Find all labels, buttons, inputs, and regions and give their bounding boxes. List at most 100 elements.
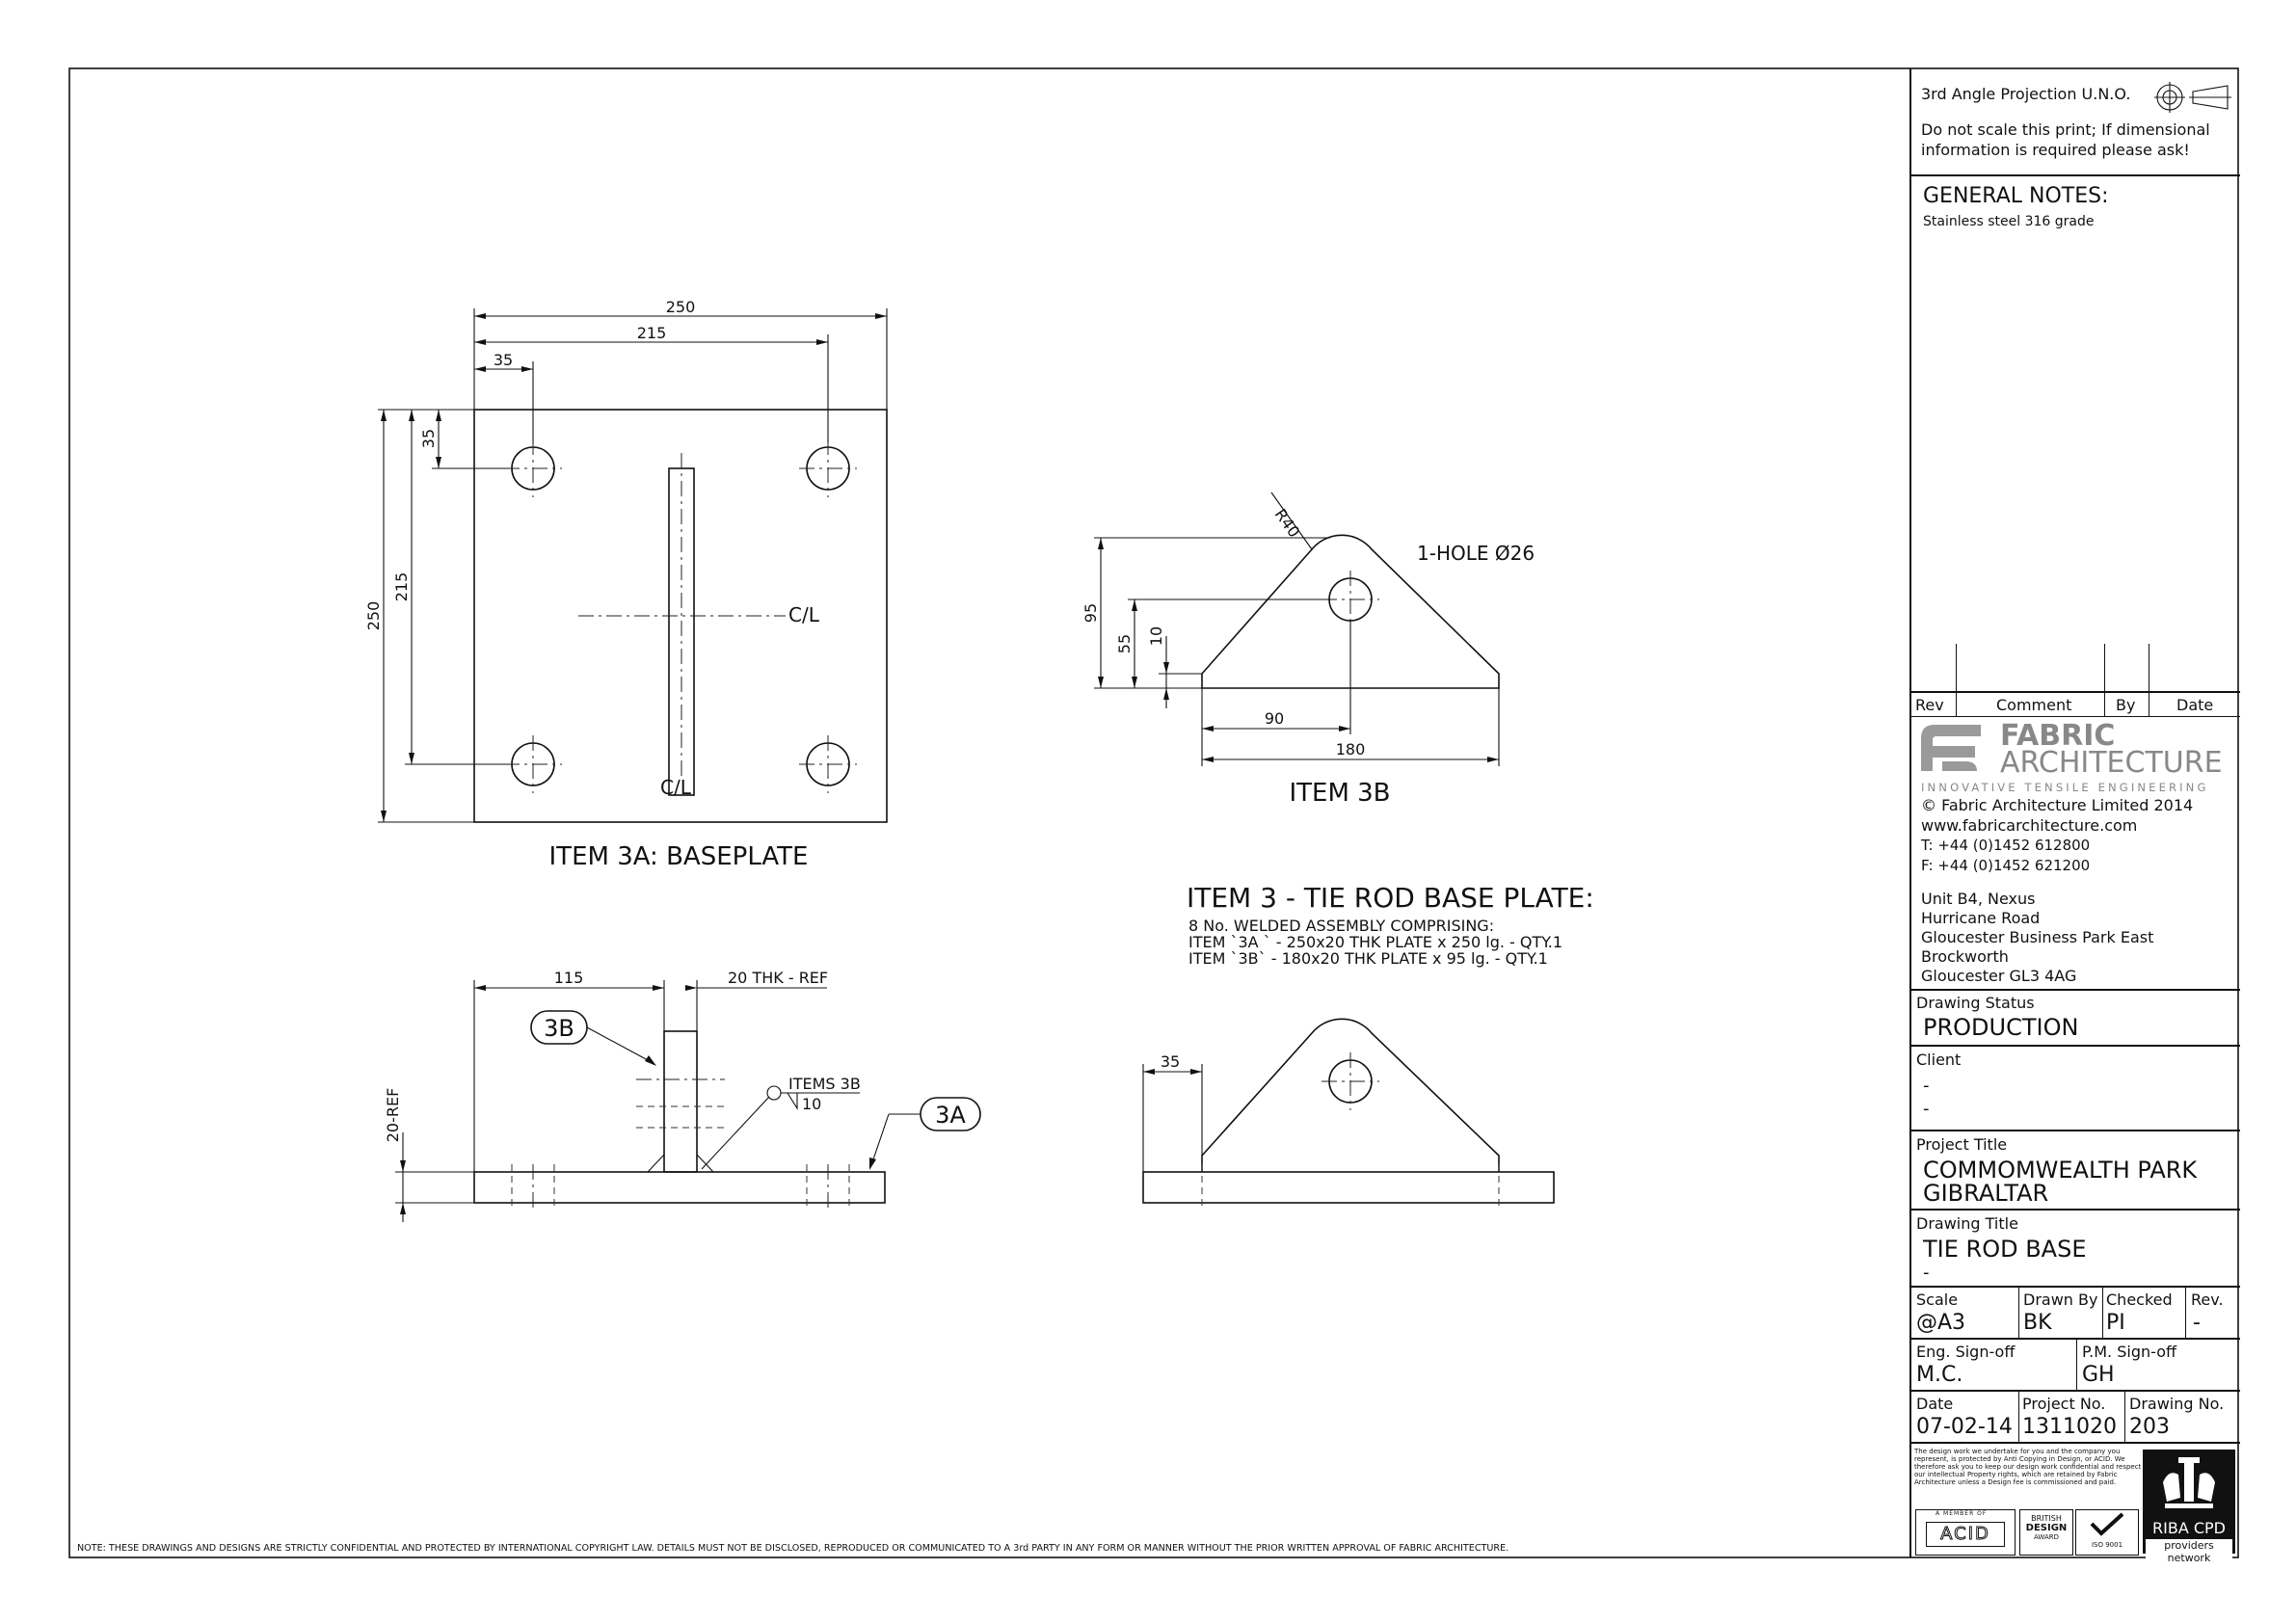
item3b-title: ITEM 3B: [1289, 779, 1390, 808]
rev-label: Rev.: [2191, 1290, 2224, 1309]
centerline-label-v: C/L: [660, 776, 692, 799]
assembly-side-view: [395, 980, 981, 1222]
footer-note: NOTE: THESE DRAWINGS AND DESIGNS ARE STR…: [77, 1543, 1508, 1554]
address-line-5: Gloucester GL3 4AG: [1921, 967, 2077, 985]
drawing-status-value: PRODUCTION: [1923, 1014, 2079, 1041]
address-line-2: Hurricane Road: [1921, 909, 2041, 927]
badges-section: The design work we undertake for you and…: [1911, 1444, 2240, 1564]
project-no-value: 1311020: [2022, 1415, 2117, 1439]
weld-label: ITEMS 3B: [788, 1075, 861, 1093]
general-notes-section: GENERAL NOTES: Stainless steel 316 grade: [1911, 176, 2240, 693]
project-no-label: Project No.: [2022, 1395, 2106, 1413]
sheet-border: [68, 67, 2239, 1558]
scale-value: @A3: [1916, 1311, 1966, 1335]
company-fax: F: +44 (0)1452 621200: [1921, 857, 2091, 874]
drawing-no-value: 203: [2129, 1415, 2170, 1439]
projection-note: Do not scale this print; If dimensional …: [1921, 120, 2210, 159]
dim-180: 180: [1336, 740, 1366, 758]
dim-215-left: 215: [392, 572, 411, 602]
check-icon: [2090, 1512, 2124, 1536]
drawn-by-value: BK: [2023, 1311, 2052, 1335]
acid-badge-top: A MEMBER OF: [1936, 1510, 1988, 1517]
assembly-line2: ITEM `3A ` - 250x20 THK PLATE x 250 lg. …: [1188, 933, 1562, 951]
signoff-row: Eng. Sign-off M.C. P.M. Sign-off GH: [1911, 1340, 2240, 1392]
eng-signoff-value: M.C.: [1916, 1363, 1963, 1387]
project-title-line-2: GIBRALTAR: [1923, 1180, 2049, 1207]
drawing-title-section: Drawing Title TIE ROD BASE -: [1911, 1211, 2240, 1288]
drawing-status-label: Drawing Status: [1916, 994, 2035, 1012]
general-notes-text: Stainless steel 316 grade: [1923, 214, 2095, 229]
dim-20-thk: 20 THK - REF: [728, 969, 828, 987]
iso-badge: ISO 9001: [2075, 1509, 2139, 1556]
date-header: Date: [2176, 696, 2214, 714]
riba-sub-text: providers network: [2146, 1539, 2232, 1564]
project-title-section: Project Title COMMOMWEALTH PARK GIBRALTA…: [1911, 1131, 2240, 1211]
british-text: BRITISH: [2031, 1514, 2062, 1523]
revision-header: Rev Comment By Date: [1911, 693, 2240, 717]
design-text: DESIGN: [2025, 1523, 2068, 1533]
dim-55: 55: [1115, 634, 1134, 653]
project-title-label: Project Title: [1916, 1135, 2008, 1154]
checked-value: PI: [2106, 1311, 2125, 1335]
address-line-3: Gloucester Business Park East: [1921, 928, 2154, 946]
general-notes-heading: GENERAL NOTES:: [1923, 184, 2109, 208]
riba-badge: RIBA CPD providers network: [2143, 1450, 2235, 1564]
checked-label: Checked: [2106, 1290, 2173, 1309]
projection-text: 3rd Angle Projection U.N.O.: [1921, 85, 2131, 103]
client-section: Client - -: [1911, 1047, 2240, 1131]
scale-label: Scale: [1916, 1290, 1959, 1309]
company-name-2: ARCHITECTURE: [2000, 746, 2223, 780]
eng-signoff-label: Eng. Sign-off: [1916, 1343, 2016, 1361]
drawing-no-label: Drawing No.: [2129, 1395, 2225, 1413]
dim-115: 115: [554, 969, 584, 987]
dim-250-top: 250: [666, 298, 696, 316]
assembly-line3: ITEM `3B` - 180x20 THK PLATE x 95 lg. - …: [1188, 949, 1548, 968]
dim-10: 10: [1147, 626, 1165, 646]
dim-35-front: 35: [1161, 1052, 1180, 1071]
dim-20-ref: 20-REF: [384, 1088, 402, 1143]
balloon-3a: 3A: [935, 1102, 966, 1129]
balloon-3b: 3B: [544, 1015, 574, 1042]
by-header: By: [2116, 696, 2136, 714]
drawn-by-label: Drawn By: [2023, 1290, 2098, 1309]
company-phone: T: +44 (0)1452 612800: [1921, 837, 2091, 854]
item3b-view: [1094, 492, 1500, 766]
acid-notice: The design work we undertake for you and…: [1914, 1448, 2142, 1486]
project-title-line-1: COMMOMWEALTH PARK: [1923, 1157, 2198, 1184]
riba-crest-icon: [2163, 1457, 2215, 1508]
date-row: Date 07-02-14 Project No. 1311020 Drawin…: [1911, 1392, 2240, 1444]
company-website: www.fabricarchitecture.com: [1921, 816, 2138, 835]
rev-value: -: [2193, 1311, 2201, 1335]
address-line-1: Unit B4, Nexus: [1921, 890, 2036, 908]
assembly-line1: 8 No. WELDED ASSEMBLY COMPRISING:: [1188, 917, 1494, 935]
dim-95: 95: [1081, 603, 1100, 623]
company-logo-icon: [1921, 725, 1981, 771]
date-label: Date: [1916, 1395, 1954, 1413]
company-section: FABRIC ARCHITECTURE INNOVATIVE TENSILE E…: [1911, 717, 2240, 991]
title-block: 3rd Angle Projection U.N.O. Do not scale…: [1909, 68, 2240, 1564]
baseplate-plan-view: [378, 308, 888, 823]
drawing-title-line-2: -: [1923, 1263, 1930, 1283]
british-design-badge: BRITISH DESIGN AWARD: [2019, 1509, 2073, 1556]
company-tagline: INNOVATIVE TENSILE ENGINEERING: [1921, 781, 2209, 794]
assembly-front-view: [1142, 1018, 1555, 1211]
rev-header: Rev: [1915, 696, 1944, 714]
dim-r40: R40: [1271, 505, 1304, 541]
dim-35-top: 35: [494, 351, 513, 369]
weld-size: 10: [802, 1095, 821, 1113]
hole-callout: 1-HOLE Ø26: [1417, 542, 1535, 565]
address-line-4: Brockworth: [1921, 947, 2009, 966]
scale-row: Scale @A3 Drawn By BK Checked PI Rev. -: [1911, 1288, 2240, 1340]
award-text: AWARD: [2034, 1533, 2059, 1541]
projection-section: 3rd Angle Projection U.N.O. Do not scale…: [1911, 68, 2240, 176]
client-label: Client: [1916, 1051, 1962, 1069]
riba-text: RIBA CPD: [2152, 1519, 2226, 1537]
dim-90: 90: [1265, 709, 1284, 728]
client-line-2: -: [1923, 1099, 1930, 1119]
drawing-status-section: Drawing Status PRODUCTION: [1911, 991, 2240, 1047]
client-line-1: -: [1923, 1076, 1930, 1096]
projection-symbol-icon: [2154, 82, 2231, 113]
dim-35-left: 35: [419, 429, 438, 448]
assembly-title: ITEM 3 - TIE ROD BASE PLATE:: [1187, 882, 1594, 914]
